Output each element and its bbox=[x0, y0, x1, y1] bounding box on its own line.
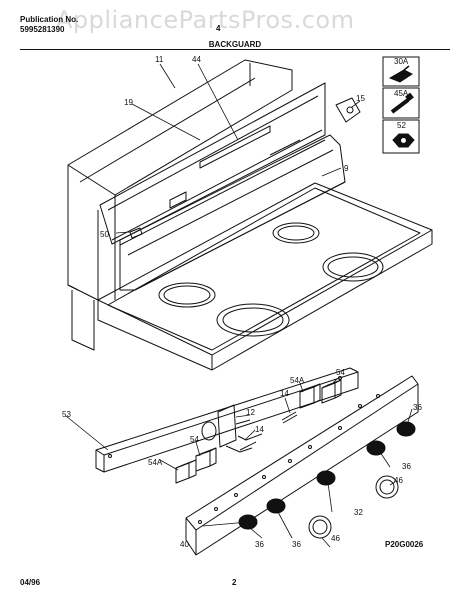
legend-box-45a bbox=[382, 87, 420, 119]
callout-11: 11 bbox=[155, 55, 164, 64]
callout-36-r2: 36 bbox=[402, 462, 411, 471]
switch-block-left bbox=[175, 459, 197, 484]
knob-right-top bbox=[396, 421, 416, 437]
page-number: 2 bbox=[232, 578, 237, 587]
callout-12: 12 bbox=[246, 408, 255, 417]
switch-block-top1 bbox=[299, 383, 321, 409]
lamp-rod-mid bbox=[239, 441, 257, 451]
leader-lines bbox=[65, 63, 413, 548]
burner-left-rear bbox=[158, 282, 216, 308]
lamp-rod-top bbox=[281, 411, 297, 421]
nut-icon bbox=[392, 133, 415, 148]
callout-14-mid: 14 bbox=[255, 425, 264, 434]
callout-32: 32 bbox=[354, 508, 363, 517]
control-backplate bbox=[185, 375, 419, 556]
switch-block-mid bbox=[195, 447, 217, 472]
callout-46-b: 46 bbox=[331, 534, 340, 543]
legend-code-52: 52 bbox=[397, 121, 406, 130]
knob-open-right bbox=[375, 475, 399, 499]
header-rule bbox=[20, 49, 450, 50]
legend: 30A 45A 52 bbox=[382, 56, 420, 154]
switch-block-top2 bbox=[321, 379, 342, 404]
callout-46-r: 46 bbox=[394, 476, 403, 485]
knob-open-bottom bbox=[308, 515, 332, 539]
callout-19: 19 bbox=[124, 98, 133, 107]
screw-icon bbox=[390, 92, 414, 114]
callout-54a-top: 54A bbox=[290, 376, 305, 385]
model-number: 4 bbox=[216, 24, 221, 33]
knobs-dark bbox=[238, 421, 416, 530]
clip-icon bbox=[388, 65, 413, 83]
drawing-code: P20G0026 bbox=[385, 540, 424, 549]
burner-right-rear bbox=[272, 222, 320, 244]
callout-54-top: 54 bbox=[336, 368, 345, 377]
lamp-switch-assembly bbox=[201, 404, 263, 453]
callout-44: 44 bbox=[192, 55, 201, 64]
callout-9: 9 bbox=[344, 164, 349, 173]
burners bbox=[158, 222, 384, 337]
control-panel bbox=[99, 82, 326, 245]
section-title: BACKGUARD bbox=[208, 40, 262, 49]
footer-date: 04/96 bbox=[20, 578, 41, 587]
callout-40: 40 bbox=[180, 540, 189, 549]
callout-14-top: 14 bbox=[280, 389, 289, 398]
knob-right-mid bbox=[366, 440, 386, 456]
callouts: 11 44 19 15 9 50 54A 54 14 12 14 53 54 5… bbox=[62, 55, 422, 549]
callout-36-b2: 36 bbox=[292, 540, 301, 549]
callout-53: 53 bbox=[62, 410, 71, 419]
publication-number: 5995281390 bbox=[20, 25, 65, 34]
clip-15 bbox=[335, 97, 361, 123]
legend-code-30a: 30A bbox=[394, 57, 409, 66]
burner-left-front bbox=[216, 303, 290, 337]
trim-strip bbox=[119, 134, 346, 291]
callout-50: 50 bbox=[100, 230, 109, 239]
callout-54a-left: 54A bbox=[148, 458, 163, 467]
burner-right-front bbox=[322, 252, 384, 282]
callout-15: 15 bbox=[356, 94, 365, 103]
callout-36-r1: 36 bbox=[413, 403, 422, 412]
manifold-strip bbox=[95, 367, 359, 473]
callout-36-b1: 36 bbox=[255, 540, 264, 549]
cooktop bbox=[97, 182, 433, 371]
clip-50 bbox=[129, 227, 143, 239]
callout-54-left: 54 bbox=[190, 435, 199, 444]
knob-bottom-mid bbox=[266, 498, 286, 514]
knob-center bbox=[316, 470, 336, 486]
publication-label: Publication No. bbox=[20, 15, 79, 24]
knobs-open bbox=[308, 475, 399, 539]
backplate-holes bbox=[198, 394, 380, 524]
backguard-housing bbox=[67, 59, 293, 351]
legend-code-45a: 45A bbox=[394, 89, 409, 98]
